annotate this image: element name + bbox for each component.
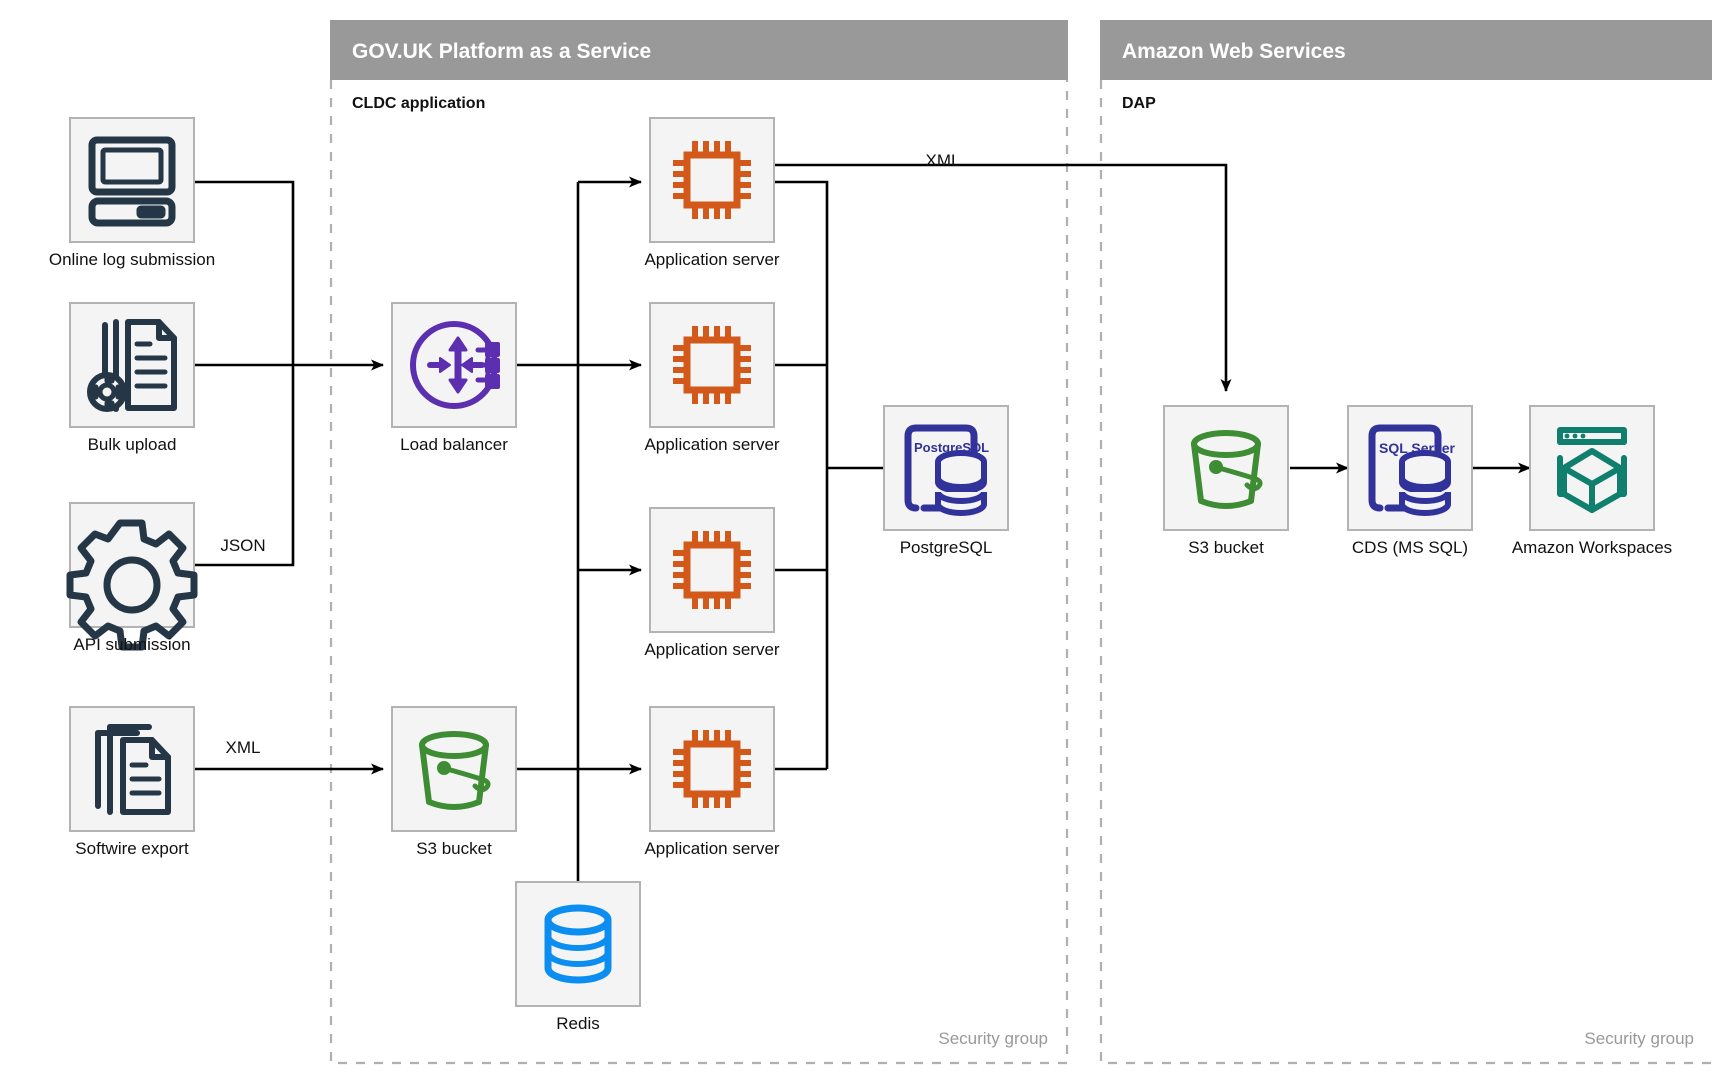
node-amazon-workspaces[interactable]: Amazon Workspaces bbox=[1512, 405, 1672, 557]
cldc-application-label: CLDC application bbox=[352, 95, 485, 112]
cpu-chip-icon bbox=[673, 531, 751, 609]
s3-bucket-paas-label: S3 bucket bbox=[416, 839, 492, 858]
dap-label: DAP bbox=[1122, 95, 1156, 112]
edge-app-server-1-xml-to-aws-s3 bbox=[774, 163, 1232, 392]
paas-security-group-label: Security group bbox=[938, 1029, 1048, 1048]
node-redis[interactable]: Redis bbox=[515, 881, 641, 1033]
node-load-balancer[interactable]: Load balancer bbox=[391, 302, 517, 454]
zone-amazon-web-services: Amazon Web Services DAP Security group bbox=[1099, 20, 1712, 1065]
paas-zone-dashed-border bbox=[329, 80, 1069, 1065]
edge-online-log-to-trunk bbox=[191, 180, 295, 365]
connector-layer bbox=[191, 163, 1531, 906]
application-server-3-label: Application server bbox=[644, 640, 779, 659]
aws-zone-header-bar bbox=[1100, 20, 1712, 80]
cpu-chip-icon bbox=[673, 730, 751, 808]
node-s3-bucket-paas[interactable]: S3 bucket bbox=[391, 706, 517, 858]
node-bulk-upload[interactable]: Bulk upload bbox=[69, 302, 195, 454]
node-application-server-1[interactable]: Application server bbox=[644, 117, 780, 269]
workspaces-cube-icon bbox=[1557, 427, 1627, 513]
application-server-4-box[interactable] bbox=[649, 706, 775, 832]
postgresql-icon: PostgreSQL bbox=[904, 424, 989, 516]
node-api-submission[interactable]: API submission bbox=[66, 502, 198, 654]
aws-security-group-label: Security group bbox=[1584, 1029, 1694, 1048]
s3-bucket-icon bbox=[419, 731, 491, 810]
redis-box[interactable] bbox=[515, 881, 641, 1007]
paas-zone-header-bar bbox=[330, 20, 1068, 80]
node-application-server-3[interactable]: Application server bbox=[644, 507, 780, 659]
cpu-chip-icon bbox=[673, 326, 751, 404]
application-server-2-box[interactable] bbox=[649, 302, 775, 428]
aws-zone-dashed-border bbox=[1099, 80, 1712, 1065]
zone-govuk-paas: GOV.UK Platform as a Service CLDC applic… bbox=[329, 20, 1069, 1065]
application-server-1-box[interactable] bbox=[649, 117, 775, 243]
paas-zone-title: GOV.UK Platform as a Service bbox=[352, 40, 651, 63]
desktop-computer-icon bbox=[88, 136, 176, 227]
node-application-server-4[interactable]: Application server bbox=[644, 706, 780, 858]
document-gear-icon bbox=[87, 319, 177, 412]
s3-bucket-icon bbox=[1191, 430, 1263, 509]
aws-zone-title: Amazon Web Services bbox=[1122, 40, 1346, 63]
gear-icon bbox=[66, 519, 198, 651]
api-submission-label: API submission bbox=[73, 635, 190, 654]
bulk-upload-label: Bulk upload bbox=[88, 435, 177, 454]
load-balancer-icon bbox=[410, 321, 500, 409]
sql-server-icon: SQL Server bbox=[1368, 424, 1456, 516]
softwire-export-label: Softwire export bbox=[75, 839, 189, 858]
node-online-log-submission[interactable]: Online log submission bbox=[49, 117, 215, 269]
edge-api-submission-to-trunk bbox=[191, 365, 295, 567]
cds-ms-sql-label: CDS (MS SQL) bbox=[1352, 538, 1468, 557]
load-balancer-label: Load balancer bbox=[400, 435, 508, 454]
application-server-2-label: Application server bbox=[644, 435, 779, 454]
application-server-4-label: Application server bbox=[644, 839, 779, 858]
node-application-server-2[interactable]: Application server bbox=[644, 302, 780, 454]
node-cds-ms-sql[interactable]: SQL Server CDS (MS SQL) bbox=[1347, 405, 1473, 557]
postgresql-label: PostgreSQL bbox=[900, 538, 993, 557]
application-server-1-label: Application server bbox=[644, 250, 779, 269]
cpu-chip-icon bbox=[673, 141, 751, 219]
node-softwire-export[interactable]: Softwire export bbox=[69, 706, 195, 858]
json-edge-label: JSON bbox=[220, 536, 265, 555]
edge-postgres-collection-bus bbox=[774, 180, 829, 769]
online-log-submission-label: Online log submission bbox=[49, 250, 215, 269]
application-server-3-box[interactable] bbox=[649, 507, 775, 633]
s3-bucket-aws-label: S3 bucket bbox=[1188, 538, 1264, 557]
xml-source-edge-label: XML bbox=[226, 738, 261, 757]
node-postgresql[interactable]: PostgreSQL PostgreSQL bbox=[883, 405, 1009, 557]
document-stack-icon bbox=[95, 724, 171, 815]
redis-label: Redis bbox=[556, 1014, 599, 1033]
xml-export-edge-label: XML bbox=[926, 151, 961, 170]
redis-database-icon bbox=[544, 904, 612, 984]
amazon-workspaces-label: Amazon Workspaces bbox=[1512, 538, 1672, 557]
node-s3-bucket-aws[interactable]: S3 bucket bbox=[1163, 405, 1289, 557]
